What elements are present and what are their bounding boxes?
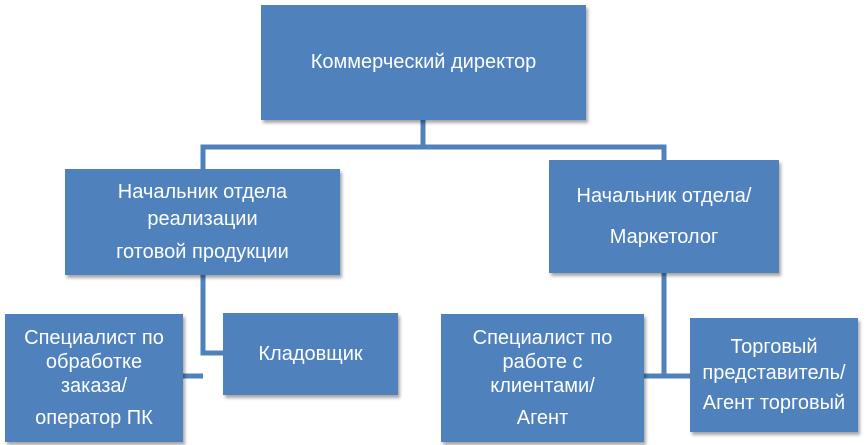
node-label: заказа/ [60,375,128,397]
node-sales-representative[interactable]: Торговый представитель/ Агент торговый [690,318,858,432]
node-label: Начальник отдела [117,180,288,203]
node-label: Маркетолог [609,225,719,248]
connector-director-marketing [423,144,667,160]
node-order-specialist[interactable]: Специалист по обработке заказа/ оператор… [5,314,183,442]
node-label: Кладовщик [258,342,363,365]
connector-sales-reports [200,275,223,356]
node-label: работе с [502,351,583,373]
connector-director-heads [200,120,426,170]
node-head-sales[interactable]: Начальник отдела реализации готовой прод… [65,169,340,275]
node-commercial-director[interactable]: Коммерческий директор [261,5,586,120]
node-label: готовой продукции [116,240,289,263]
node-label: оператор ПК [35,407,153,429]
connector-marketing-reports [644,273,667,379]
node-head-marketing[interactable]: Начальник отдела/ Маркетолог [549,160,779,273]
node-label: клиентами/ [490,375,595,397]
node-storekeeper[interactable]: Кладовщик [223,313,398,395]
node-label: Агент торговый [702,392,846,414]
node-label: Начальник отдела/ [576,184,752,207]
node-label: Специалист по [24,327,164,349]
node-label: реализации [147,207,258,230]
node-label: Торговый [730,336,818,358]
node-label: Специалист по [472,327,613,349]
node-client-specialist[interactable]: Специалист по работе с клиентами/ Агент [441,314,644,442]
node-label: Агент [516,407,569,429]
node-label: обработке [45,351,143,373]
node-label: Коммерческий директор [310,51,537,73]
node-label: представитель/ [702,362,846,384]
